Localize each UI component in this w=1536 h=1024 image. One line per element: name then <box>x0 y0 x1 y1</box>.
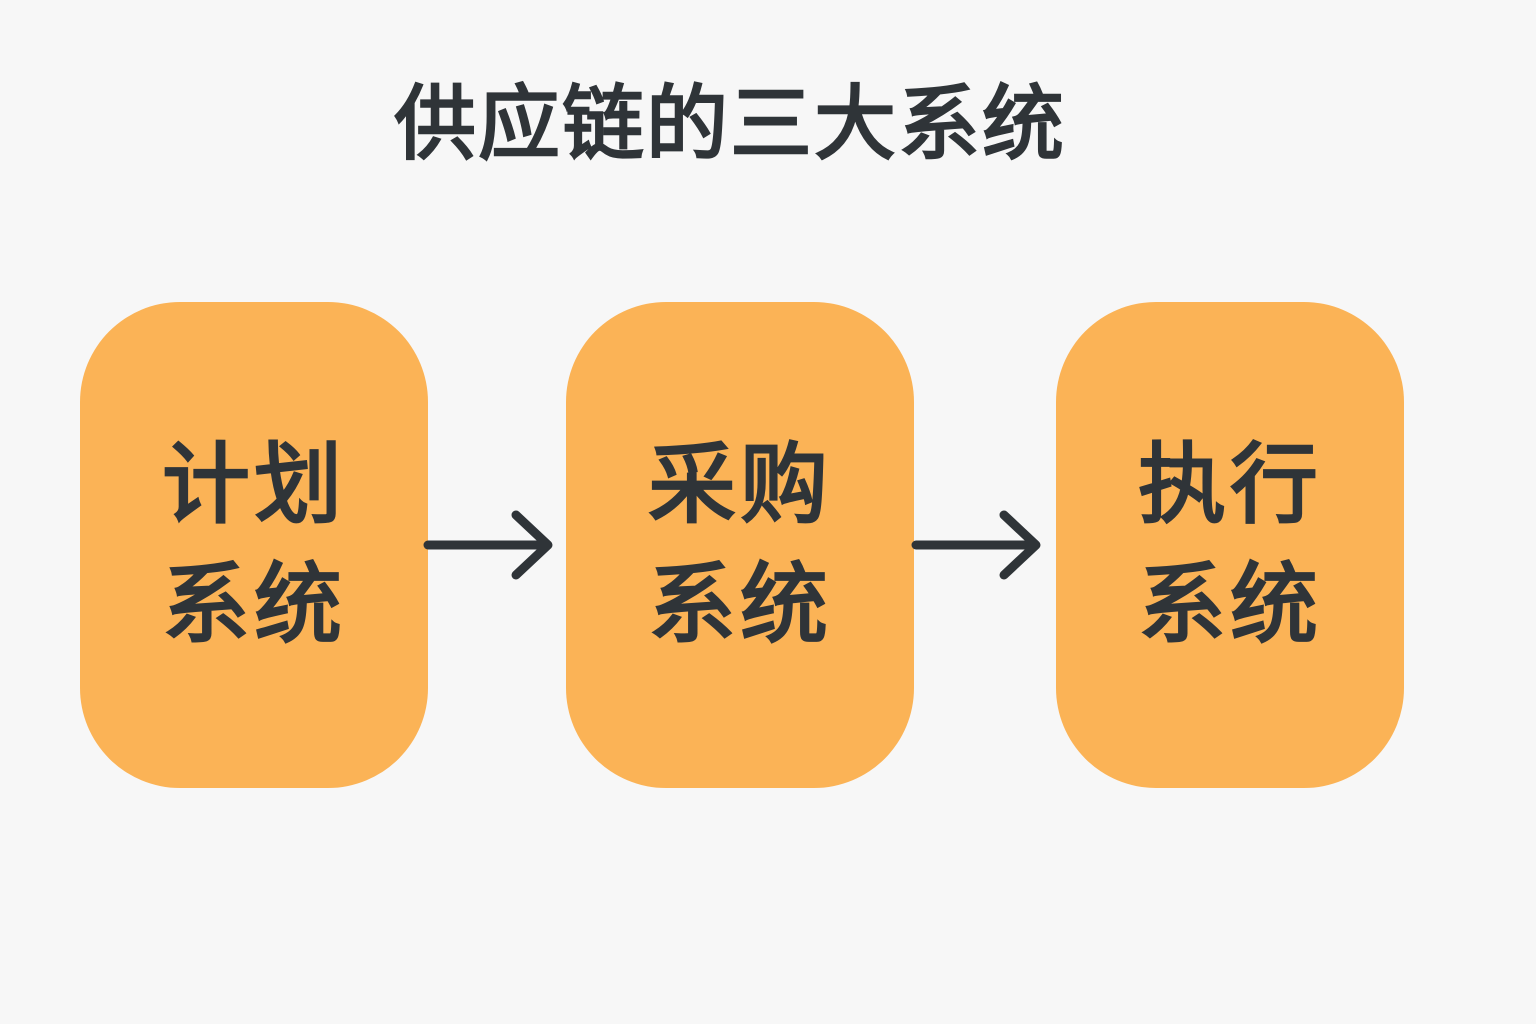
arrow-right-icon <box>423 510 553 580</box>
node-label-line2: 系统 <box>647 553 832 656</box>
node-label-line1: 采购 <box>647 433 832 536</box>
node-label-line1: 执行 <box>1137 433 1322 536</box>
diagram-title: 供应链的三大系统 <box>394 77 1067 172</box>
node-planning-system: 计划 系统 <box>80 302 428 788</box>
node-execution-system: 执行 系统 <box>1056 302 1404 788</box>
node-procurement-system: 采购 系统 <box>566 302 914 788</box>
node-label-line2: 系统 <box>161 553 346 656</box>
node-label-line1: 计划 <box>161 433 346 536</box>
arrow-right-icon <box>911 510 1041 580</box>
node-label-line2: 系统 <box>1137 553 1322 656</box>
